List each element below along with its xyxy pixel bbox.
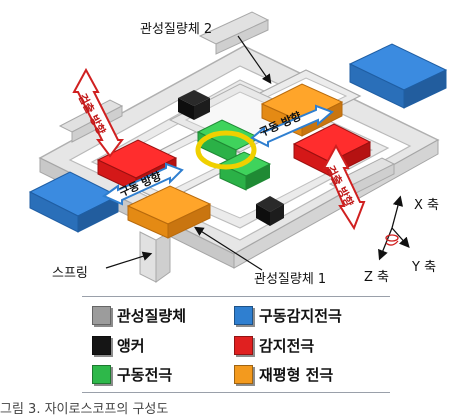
sense-direction-arrow-left: [72, 67, 124, 158]
legend-label: 앵커: [117, 337, 145, 355]
anchor-swatch: [92, 336, 111, 355]
drive-direction-arrow-right: [250, 104, 334, 148]
spring-label: 스프링: [52, 266, 88, 281]
mass2-label: 관성질량체 2: [140, 22, 213, 37]
sense-direction-arrow-right: [322, 143, 366, 231]
proof-mass-swatch: [92, 306, 111, 325]
drive-sense-electrode-left: [28, 171, 120, 233]
legend-item-drive-sense-electrode: 구동감지전극: [234, 305, 342, 326]
legend-label: 재평형 전극: [259, 366, 334, 384]
drive-sense-electrode-swatch: [234, 306, 253, 325]
drive-direction-arrow-left: [101, 162, 184, 206]
mass1-leader: [193, 226, 263, 271]
legend-label: 관성질량체: [117, 307, 187, 325]
legend-item-rebalance-electrode: 재평형 전극: [234, 364, 333, 385]
y-axis-label: Y 축: [412, 260, 437, 275]
mass1-label: 관성질량체 1: [254, 272, 327, 287]
anchor-bottom: [256, 196, 284, 226]
legend-item-proof-mass: 관성질량체: [92, 305, 186, 326]
z-axis-label: Z 축: [364, 270, 389, 285]
drive-electrode-swatch: [92, 365, 111, 384]
legend: 관성질량체 구동감지전극 앵커 감지전극 구동전극 재평형 전극: [82, 296, 390, 393]
x-axis-label: X 축: [414, 198, 439, 213]
legend-label: 구동감지전극: [259, 307, 342, 325]
rebalance-electrode-left: [126, 185, 212, 239]
spring-leader: [105, 251, 153, 269]
mass2-leader: [237, 35, 272, 84]
legend-label: 구동전극: [117, 366, 173, 384]
sense-electrode-swatch: [234, 336, 253, 355]
anchor-top: [178, 90, 210, 120]
figure-caption: 그림 3. 자이로스코프의 구성도: [0, 402, 169, 417]
drive-sense-electrode-right: [348, 43, 448, 109]
rebalance-electrode-swatch: [234, 365, 253, 384]
legend-item-sense-electrode: 감지전극: [234, 335, 314, 356]
axes-indicator: [378, 195, 410, 261]
legend-item-drive-electrode: 구동전극: [92, 364, 172, 385]
legend-label: 감지전극: [259, 337, 315, 355]
center-ring: [195, 130, 257, 170]
legend-item-anchor: 앵커: [92, 335, 145, 356]
